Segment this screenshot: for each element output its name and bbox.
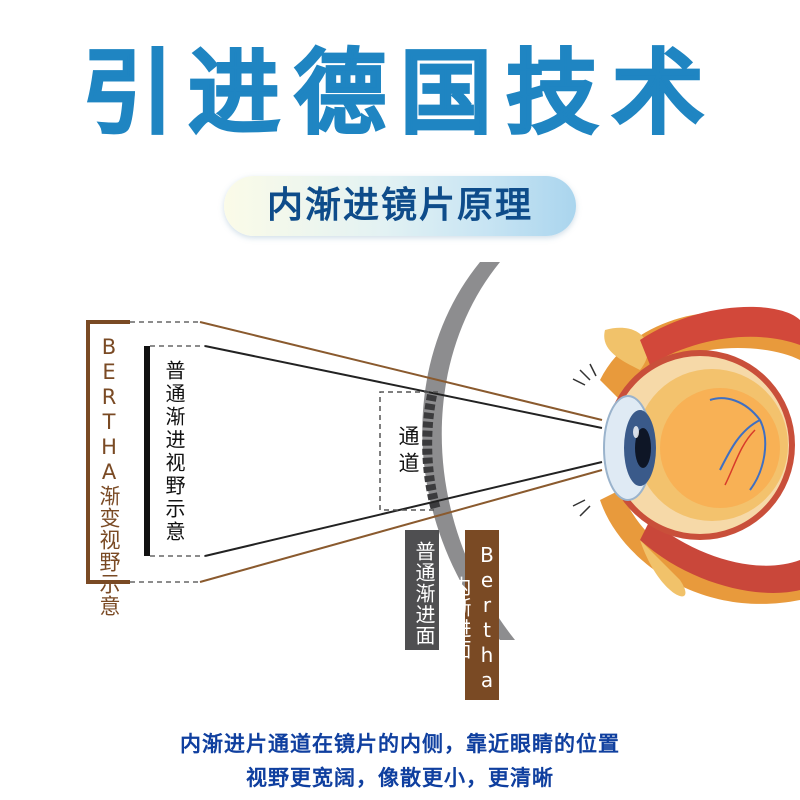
main-title: 引进德国技术 — [81, 40, 718, 147]
normal-surface-tag: 普通渐进面 — [405, 530, 439, 650]
normal-field-label: 普通渐进视野示意 — [162, 360, 186, 544]
normal-ray-bottom — [204, 461, 603, 557]
normal-ray-top — [204, 345, 603, 429]
normal-field-bar — [144, 346, 150, 556]
bertha-field-bracket — [86, 320, 130, 584]
lens-cross-section — [422, 262, 515, 640]
bertha-ray-top — [199, 321, 603, 421]
footer-line-2: 视野更宽阔，像散更小，更清晰 — [246, 766, 554, 790]
subtitle-text: 内渐进镜片原理 — [266, 185, 533, 226]
inner-surface-highlight — [422, 394, 441, 512]
channel-label: 通道 — [396, 425, 420, 479]
footer-line-1: 内渐进片通道在镜片的内侧，靠近眼睛的位置 — [180, 732, 620, 756]
bertha-ray-bottom — [199, 469, 603, 583]
channel-box — [379, 391, 438, 511]
bertha-field-label: BERTHA渐变视野示意 — [97, 335, 121, 617]
eye-illustration — [572, 306, 800, 604]
bertha-surface-tag: Bertha内渐进面 — [448, 530, 499, 700]
subtitle-banner: 内渐进镜片原理 — [224, 176, 576, 236]
